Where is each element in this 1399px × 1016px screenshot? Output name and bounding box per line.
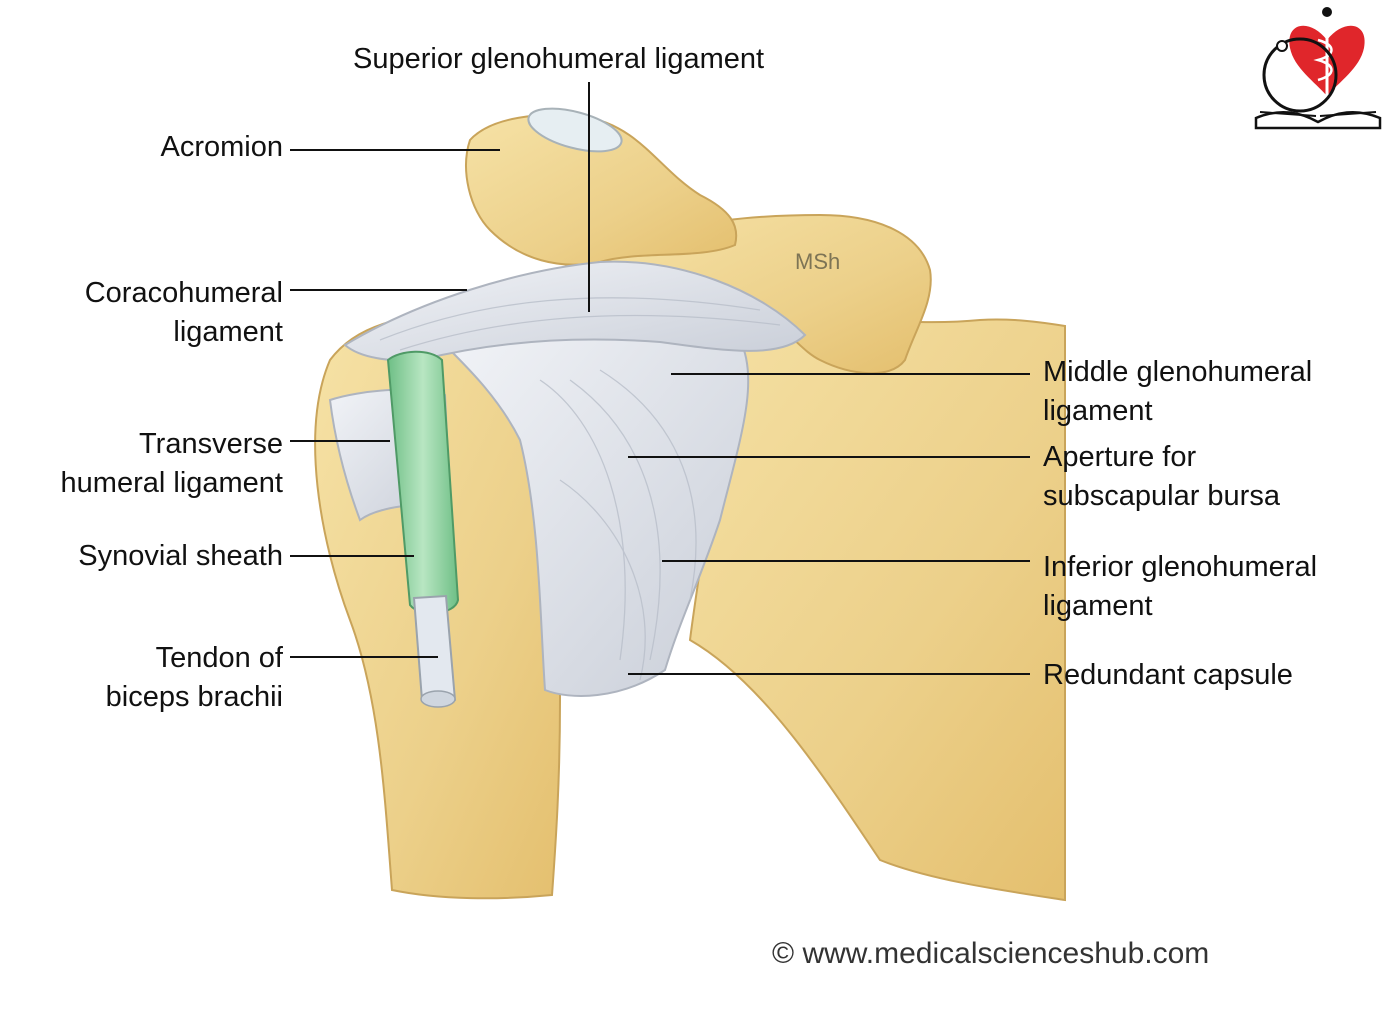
leader-lines	[290, 82, 1030, 675]
logo-icon	[1254, 7, 1382, 130]
copyright-text: © www.medicalscienceshub.com	[772, 937, 1210, 970]
label-redundant-capsule: Redundant capsule	[1043, 659, 1293, 691]
coracohumeral-band	[343, 260, 807, 362]
label-biceps-tendon: Tendon of biceps brachii	[105, 642, 283, 713]
label-inferior-glenohumeral: Inferior glenohumeral ligament	[1043, 551, 1318, 622]
label-middle-glenohumeral: Middle glenohumeral ligament	[1043, 356, 1313, 427]
label-superior-glenohumeral: Superior glenohumeral ligament	[353, 43, 765, 75]
label-aperture-bursa: Aperture for subscapular bursa	[1043, 441, 1280, 512]
label-synovial-sheath: Synovial sheath	[78, 540, 283, 572]
label-coracohumeral: Coracohumeral ligament	[84, 277, 283, 348]
watermark: MSh	[795, 249, 841, 274]
label-transverse-humeral: Transverse humeral ligament	[60, 428, 283, 499]
label-acromion: Acromion	[160, 131, 284, 163]
